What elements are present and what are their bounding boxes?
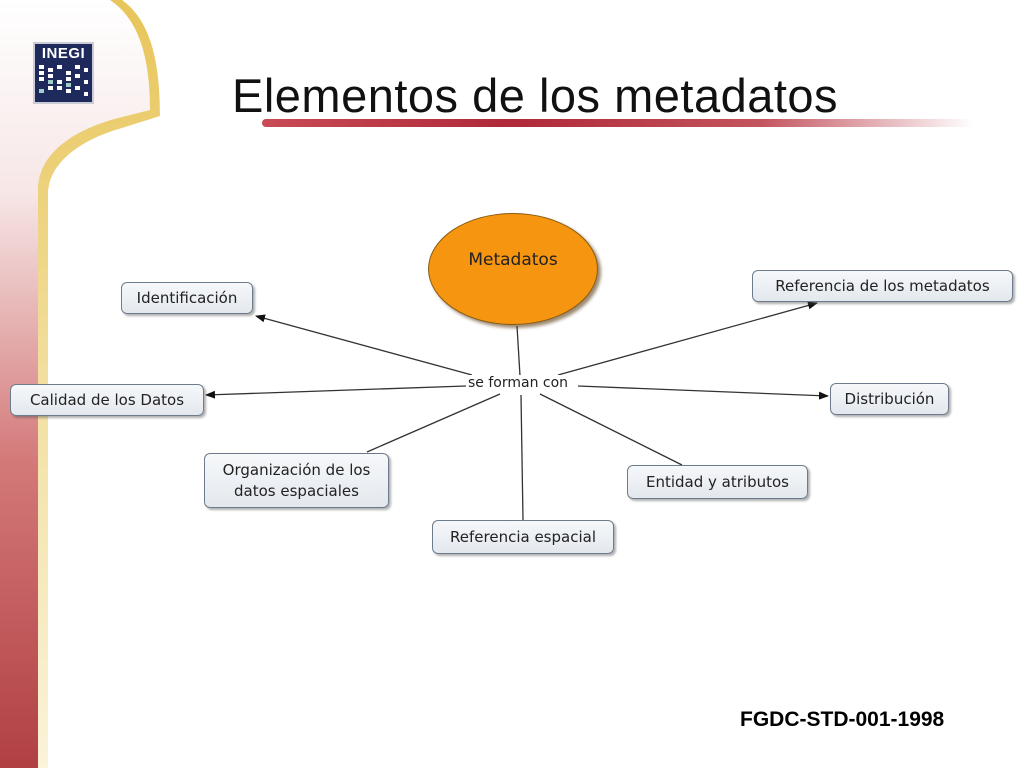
logo-text: INEGI — [41, 45, 86, 62]
linking-phrase: se forman con — [466, 375, 571, 391]
page-title: Elementos de los metadatos — [232, 69, 839, 122]
connector-entidad — [539, 393, 683, 466]
node-organizacion-datos: Organización de los datos espaciales — [204, 453, 389, 508]
node-identificacion: Identificación — [121, 282, 253, 314]
node-calidad-datos: Calidad de los Datos — [10, 384, 204, 416]
connector-distribucion — [577, 385, 829, 400]
standard-reference: FGDC-STD-001-1998 — [740, 708, 945, 731]
connector-identificacion — [255, 314, 473, 376]
node-referencia-espacial: Referencia espacial — [432, 520, 614, 554]
metadatos-concept: Metadatos — [428, 213, 598, 325]
node-distribucion: Distribución — [830, 383, 949, 415]
title-underline — [262, 119, 974, 127]
node-referencia-metadatos: Referencia de los metadatos — [752, 270, 1013, 302]
node-entidad-atributos: Entidad y atributos — [627, 465, 808, 499]
connector-center-to-label — [516, 325, 521, 377]
connector-organizacion — [366, 393, 501, 453]
inegi-logo: INEGI — [33, 42, 94, 104]
connector-calidad — [205, 385, 467, 399]
connector-referencia-espacial — [520, 394, 524, 521]
connector-referencia-metadatos — [557, 301, 818, 376]
abacus-icon — [39, 65, 88, 96]
